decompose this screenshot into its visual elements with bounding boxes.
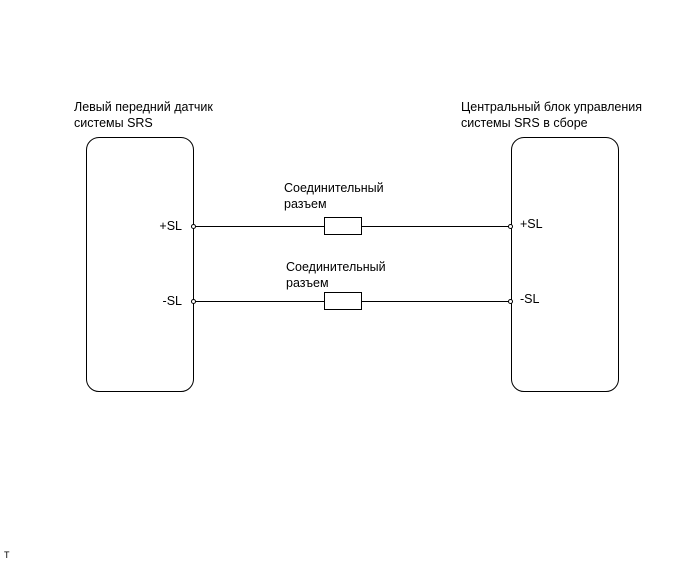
center-module-box <box>511 137 619 392</box>
connector-bottom-label: Соединительный разъем <box>286 259 386 291</box>
left-block-title-line1: Левый передний датчик <box>74 100 213 114</box>
left-sensor-box <box>86 137 194 392</box>
connector-bottom-label-line2: разъем <box>286 276 329 290</box>
left-terminal-bottom <box>191 299 196 304</box>
right-block-title: Центральный блок управления системы SRS … <box>461 99 642 131</box>
left-pin-top-label: +SL <box>159 219 182 233</box>
right-block-title-line1: Центральный блок управления <box>461 100 642 114</box>
right-terminal-bottom <box>508 299 513 304</box>
connector-top <box>324 217 362 235</box>
left-terminal-top <box>191 224 196 229</box>
right-block-title-line2: системы SRS в сборе <box>461 116 588 130</box>
connector-top-label-line2: разъем <box>284 197 327 211</box>
left-block-title: Левый передний датчик системы SRS <box>74 99 213 131</box>
corner-mark: T <box>4 550 10 560</box>
right-pin-bottom-label: -SL <box>520 292 540 306</box>
right-terminal-top <box>508 224 513 229</box>
connector-top-label: Соединительный разъем <box>284 180 384 212</box>
connector-bottom-label-line1: Соединительный <box>286 260 386 274</box>
left-pin-bottom-label: -SL <box>162 294 182 308</box>
left-block-title-line2: системы SRS <box>74 116 153 130</box>
connector-top-label-line1: Соединительный <box>284 181 384 195</box>
connector-bottom <box>324 292 362 310</box>
right-pin-top-label: +SL <box>520 217 543 231</box>
